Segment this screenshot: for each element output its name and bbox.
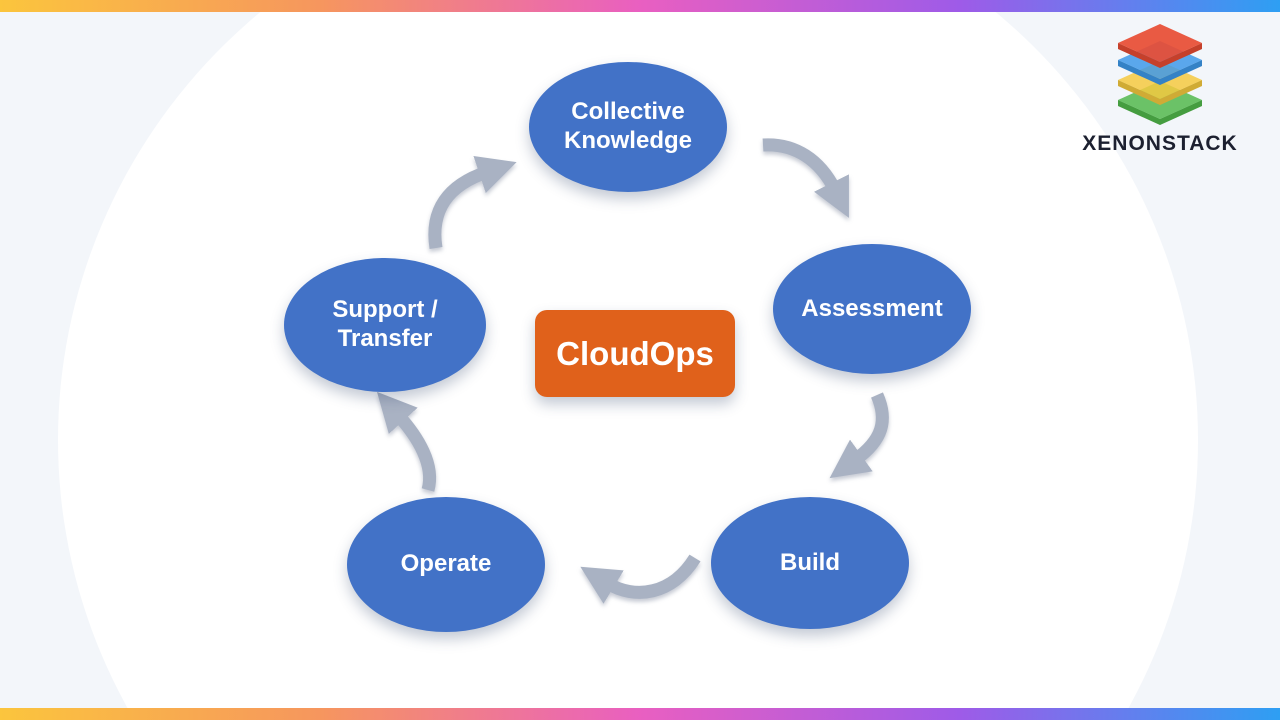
arrow-support-to-collective-icon	[428, 155, 517, 250]
node-label: Support / Transfer	[332, 296, 438, 352]
gradient-bar-top	[0, 0, 1280, 12]
node-collective-knowledge: Collective Knowledge	[529, 62, 727, 192]
brand-name: XENONSTACK	[1082, 132, 1238, 155]
node-label: Operate	[400, 550, 492, 578]
arrow-collective-to-assessment-icon	[762, 138, 849, 218]
node-label: Build	[780, 548, 840, 576]
arrow-assessment-to-build-icon	[829, 392, 889, 479]
node-build: Build	[711, 497, 909, 629]
xenonstack-logo: XENONSTACK	[1070, 24, 1250, 156]
node-assessment: Assessment	[773, 244, 971, 374]
xenonstack-layers-icon	[1118, 24, 1202, 125]
center-node-cloudops: CloudOps	[535, 310, 735, 397]
center-label: CloudOps	[556, 334, 714, 372]
node-operate: Operate	[347, 497, 545, 632]
node-label: Collective Knowledge	[563, 98, 692, 154]
gradient-bar-bottom	[0, 708, 1280, 720]
arrow-build-to-operate-icon	[580, 554, 701, 604]
node-label: Assessment	[801, 294, 943, 322]
node-support-transfer: Support / Transfer	[284, 258, 486, 392]
arrow-operate-to-support-icon	[377, 391, 436, 492]
